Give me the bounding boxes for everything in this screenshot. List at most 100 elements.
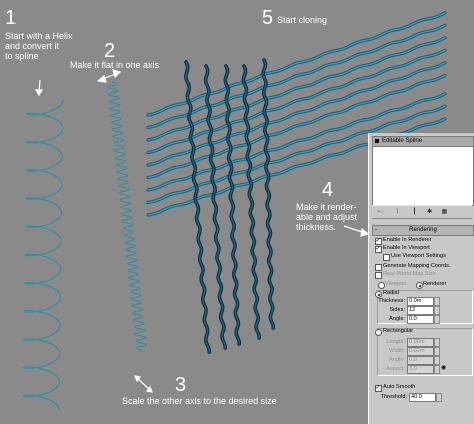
width-field[interactable]: 0.02m	[407, 347, 434, 356]
vertical-spline-highlight	[224, 65, 240, 345]
length-field[interactable]: 0.06m	[407, 338, 434, 347]
horizontal-spline-highlight	[147, 24, 446, 129]
angle-field[interactable]: 0.0	[407, 315, 434, 324]
step-3-number: 3	[175, 374, 187, 396]
make-unique-icon[interactable]: ✱	[426, 209, 433, 215]
modify-panel: Editable Spline −◌ ⊺ ┃ ✱ ▦ - Rendering E…	[368, 133, 474, 424]
width-spinner[interactable]	[434, 347, 440, 356]
modifier-stack-list[interactable]	[372, 146, 474, 206]
horizontal-cloned-splines	[146, 11, 447, 217]
vertical-spline-highlight	[204, 65, 226, 349]
threshold-field[interactable]: 40.0	[409, 393, 436, 402]
renderer-radio-label: Renderer	[423, 281, 447, 287]
sides-label: Sides:	[389, 307, 405, 313]
arrow-head-2a	[112, 69, 122, 79]
arrow-head-1	[34, 89, 44, 97]
real-world-map-checkbox[interactable]	[375, 272, 382, 279]
auto-smooth-label: Auto Smooth	[383, 384, 416, 390]
flattened-spline	[107, 81, 147, 351]
step-4-text-line-2: able and adjust	[296, 212, 358, 222]
viewport-radio-label: Viewport	[385, 281, 407, 287]
step-2-text: Make it flat in one axis	[70, 60, 160, 70]
use-viewport-settings-checkbox[interactable]	[383, 254, 390, 261]
use-viewport-settings-label: Use Viewport Settings	[391, 253, 446, 259]
angle-label: Angle:	[389, 316, 405, 322]
step-1-number: 1	[5, 7, 17, 29]
vertical-cloned-splines	[183, 58, 275, 354]
rect-angle-field[interactable]: 0.0	[407, 356, 434, 365]
modifier-name: Editable Spline	[382, 138, 423, 144]
width-label: Width:	[389, 348, 405, 354]
helix-coil	[22, 99, 64, 411]
sides-field[interactable]: 12	[407, 306, 434, 315]
step-2-number: 2	[104, 40, 116, 62]
step-5-text: Start cloning	[277, 15, 328, 25]
vertical-spline-highlight	[262, 59, 274, 329]
rollout-title: Rendering	[409, 227, 437, 233]
arrow-head-3a	[134, 375, 142, 383]
helix-spline	[22, 99, 64, 411]
aspect-spinner[interactable]	[434, 365, 440, 374]
rollout-collapse-sign: -	[375, 227, 377, 233]
step-1-text-line-2: and convert it	[5, 41, 60, 51]
horizontal-spline-highlight	[147, 37, 446, 141]
step-1-text-line-3: to spline	[5, 51, 39, 61]
thickness-field[interactable]: 0.0m	[407, 297, 434, 306]
angle-spinner[interactable]	[434, 315, 440, 324]
step-4-text-line-1: Make it render-	[296, 202, 357, 212]
arrows	[34, 69, 370, 393]
rect-angle-spinner[interactable]	[434, 356, 440, 365]
flattened-coil	[107, 81, 147, 351]
rectangular-radio[interactable]	[375, 329, 382, 336]
horizontal-spline-highlight	[147, 12, 446, 116]
thickness-spinner[interactable]	[434, 297, 440, 306]
show-end-result-icon[interactable]: ⊺	[395, 209, 400, 215]
length-label: Length:	[386, 339, 405, 345]
stack-toolbar: −◌ ⊺ ┃ ✱ ▦	[372, 205, 472, 219]
renderer-radio[interactable]	[416, 282, 423, 289]
enable-in-viewport-checkbox[interactable]	[375, 245, 382, 253]
arrow-head-4	[360, 227, 370, 237]
generate-mapping-label: Generate Mapping Coords.	[383, 263, 451, 269]
radial-label: Radial	[383, 290, 399, 296]
step-4-text-line-3: thickness.	[296, 222, 337, 232]
rectangular-group	[377, 328, 473, 376]
enable-in-viewport-label: Enable In Viewport	[383, 245, 430, 251]
step-1-text-line-1: Start with a Helix	[5, 31, 73, 41]
horizontal-spline-highlight	[147, 49, 446, 154]
aspect-field[interactable]: 3.0	[407, 365, 434, 374]
thickness-label: Thickness:	[378, 298, 405, 304]
step-3-text: Scale the other axis to the desired size	[122, 396, 277, 406]
sides-spinner[interactable]	[434, 306, 440, 315]
rendering-rollout-header[interactable]: - Rendering	[372, 225, 474, 236]
pin-stack-icon[interactable]: −◌	[376, 209, 385, 215]
horizontal-spline-highlight	[147, 62, 446, 166]
radial-radio[interactable]	[375, 291, 382, 298]
viewport-radio[interactable]	[378, 282, 385, 289]
horizontal-spline-highlight	[147, 93, 446, 191]
stack-expand-icon[interactable]	[375, 139, 379, 143]
threshold-spinner[interactable]	[436, 393, 442, 402]
auto-smooth-checkbox[interactable]	[375, 384, 382, 392]
horizontal-spline-highlight	[147, 74, 446, 179]
aspect-lock-icon[interactable]: ◉	[441, 365, 447, 371]
vertical-bar-icon[interactable]: ┃	[412, 209, 417, 215]
length-spinner[interactable]	[434, 338, 440, 347]
step-5-number: 5	[262, 7, 274, 29]
arrow-head-3b	[145, 385, 153, 393]
enable-in-renderer-label: Enable In Renderer	[383, 237, 432, 243]
aspect-label: Aspect:	[386, 366, 405, 372]
generate-mapping-checkbox[interactable]	[375, 264, 382, 271]
arrow-step-3	[136, 377, 151, 391]
threshold-label: Threshold:	[380, 394, 407, 400]
arrow-head-2b	[96, 74, 107, 83]
rectangular-label: Rectangular	[383, 328, 414, 334]
step-4-number: 4	[322, 179, 334, 201]
vertical-spline-highlight	[185, 61, 210, 353]
real-world-map-label: Real-World Map Size	[383, 271, 436, 277]
rect-angle-label: Angle:	[389, 357, 405, 363]
configure-sets-icon[interactable]: ▦	[441, 209, 448, 215]
vertical-spline-highlight	[242, 65, 260, 339]
